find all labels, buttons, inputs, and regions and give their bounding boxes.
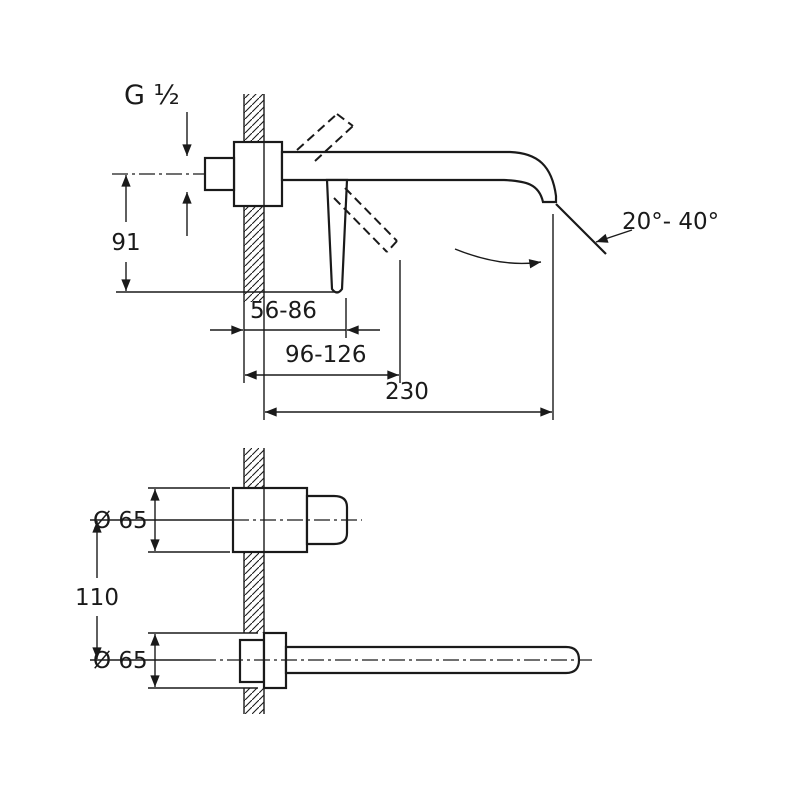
handle-lever	[325, 178, 349, 294]
wall-hatch-2	[244, 552, 264, 633]
dashed-lever-edge	[333, 197, 388, 253]
wall-hatch-3	[244, 688, 264, 714]
dashed-lever-edge	[314, 125, 354, 162]
rotation-arc-arrow	[454, 248, 542, 269]
top-view: G ¹⁄₂ 91 56-86 96-126	[111, 80, 719, 420]
spout-escutcheon-diameter-label: Ø 65	[93, 648, 148, 674]
dashed-lever-end	[336, 113, 354, 127]
dim-center-distance: 110	[75, 519, 233, 661]
wall-hatch-lower	[244, 206, 264, 302]
wall-section-top-view	[243, 94, 265, 302]
dashed-lever-edge	[344, 187, 398, 242]
dim-handle-depth: 96-126	[243, 260, 401, 383]
handle-trim-unit	[231, 486, 362, 554]
handle-escutcheon-diameter-label: Ø 65	[93, 508, 148, 534]
handle-depth-label: 96-126	[285, 342, 366, 368]
spout-trim-unit	[200, 631, 592, 690]
wall-hatch-1	[244, 448, 264, 488]
spout-projection-label: 230	[385, 379, 429, 405]
faucet-flange	[232, 140, 284, 208]
wall-hatch-upper	[244, 94, 264, 142]
bottom-view: Ø 65 110 Ø 65	[75, 448, 592, 714]
center-distance-label: 110	[75, 585, 119, 611]
spout-angle-label: 20°- 40°	[622, 209, 719, 235]
thread-size-label: G ¹⁄₂	[124, 80, 180, 111]
dim-spout-projection: 230	[263, 214, 554, 420]
dashed-lever-edge	[296, 113, 338, 151]
spout-wall-connector	[238, 638, 266, 684]
handle-raised-position-dashed	[296, 113, 354, 162]
spout-angle-indication: 20°- 40°	[454, 203, 719, 269]
angle-leader-line	[595, 229, 633, 243]
threaded-inlet-pipe	[203, 156, 236, 192]
dashed-lever-end	[386, 240, 398, 253]
angle-reference-line	[555, 203, 607, 255]
dim-center-height: 91	[111, 175, 338, 293]
dim-thread: G ¹⁄₂	[124, 80, 192, 236]
dim-spout-escutcheon-diameter: Ø 65	[93, 632, 258, 689]
spout-body	[280, 150, 558, 204]
wall-section-bottom-view	[243, 448, 265, 714]
center-height-label: 91	[111, 230, 140, 256]
wall-depth-label: 56-86	[250, 298, 317, 324]
dim-wall-depth: 56-86	[210, 298, 380, 338]
handle-swung-position-dashed	[333, 187, 398, 253]
